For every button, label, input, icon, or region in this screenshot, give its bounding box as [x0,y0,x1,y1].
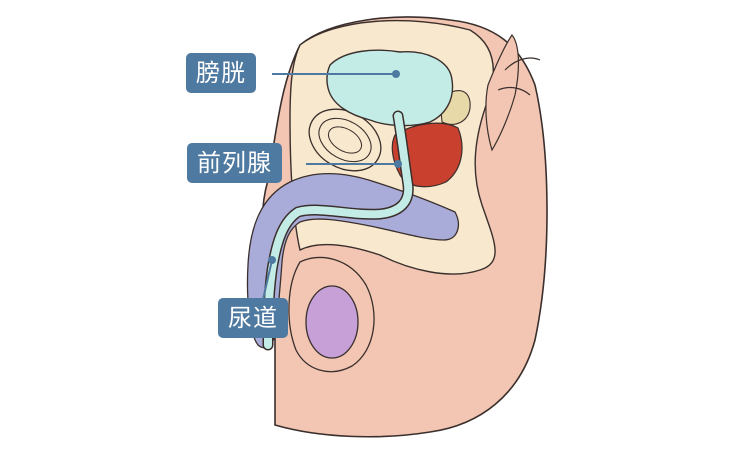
bladder-label: 膀胱 [186,53,256,93]
urethra-leader-line [261,259,273,305]
pelvic-bone [485,33,519,152]
prostate-leader-dot [394,160,402,168]
urethra-leader-dot [268,256,276,264]
testis [305,285,359,359]
bladder-leader-dot [392,70,400,78]
prostate-label: 前列腺 [187,143,282,183]
bladder [326,49,454,127]
urethra-label: 尿道 [218,298,288,338]
